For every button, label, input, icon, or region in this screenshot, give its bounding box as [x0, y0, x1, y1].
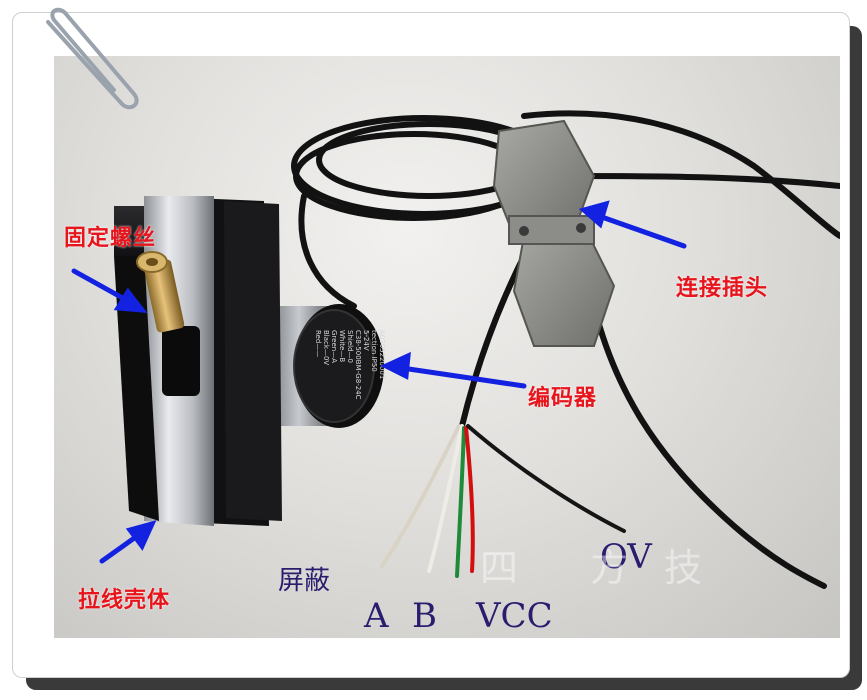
wire-label-shield: 屏蔽 [278, 566, 331, 596]
wire-label-b: B [412, 596, 437, 636]
encoder-face-line: tection IP50 [370, 330, 378, 372]
encoder-face-line: Shield—0 [346, 330, 354, 363]
wire-label-ov: OV [600, 537, 652, 577]
paperclip-icon [46, 7, 139, 110]
encoder-face-line: Black—0V [322, 330, 330, 365]
label-fixing-screw: 固定螺丝 [64, 226, 157, 251]
label-connector-plug: 连接插头 [676, 276, 769, 301]
encoder-face-line: Green—A [330, 330, 338, 363]
encoder-face-line: White—B [338, 330, 346, 362]
wire-label-vcc: VCC [476, 596, 553, 636]
label-housing: 拉线壳体 [78, 588, 171, 613]
label-encoder: 编码器 [528, 386, 598, 411]
watermark-2: 技 [664, 546, 733, 590]
watermark: 四 方 [480, 546, 659, 590]
wire-label-a: A [364, 596, 389, 636]
encoder-face-line: C38-500BM-G8-24C [354, 330, 362, 400]
encoder-face-line: Red—— [314, 330, 322, 357]
encoder-face-line: 5-24V [362, 330, 370, 351]
encoder-face-line: A0305220001 [378, 330, 386, 379]
